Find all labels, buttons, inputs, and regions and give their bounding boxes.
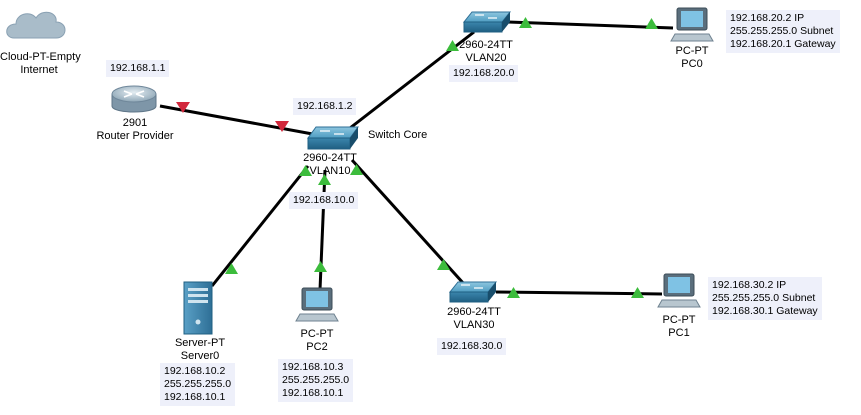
pc-icon[interactable] <box>295 287 339 322</box>
vlan30-switch-model-label: 2960-24TT <box>447 306 501 318</box>
server0-name-label: Server0 <box>180 350 220 362</box>
router-ip-note[interactable]: 192.168.1.1 <box>106 60 170 77</box>
link-up-marker <box>314 261 327 272</box>
switch-icon[interactable] <box>307 126 359 150</box>
core-model-label: 2960-24TT <box>303 152 357 164</box>
switch-icon[interactable] <box>448 281 498 303</box>
pc0-name-label: PC0 <box>681 58 703 70</box>
vlan20-switch-model-label: 2960-24TT <box>459 39 513 51</box>
pc1-subnet-text: 255.255.255.0 Subnet <box>712 292 816 304</box>
pc0-type-label: PC-PT <box>675 45 709 57</box>
server0-ip-text: 192.168.10.2 <box>164 365 226 377</box>
link-up-marker <box>225 263 238 274</box>
router-name-label: Router Provider <box>96 130 174 142</box>
link-core-server0[interactable] <box>210 165 310 287</box>
cloud-icon[interactable] <box>6 11 66 39</box>
pc2-type-label: PC-PT <box>300 328 334 340</box>
core-switch-label: Switch Core <box>368 129 428 141</box>
pc-icon[interactable] <box>657 273 701 308</box>
links <box>159 20 674 296</box>
link-vlan20-pc0[interactable] <box>507 20 674 30</box>
cloud-type-label: Cloud-PT-Empty <box>0 51 81 63</box>
link-up-marker <box>299 165 312 176</box>
pc-icon[interactable] <box>670 7 714 42</box>
pc0-gateway-text: 192.168.20.1 Gateway <box>730 38 836 50</box>
switch-icon[interactable] <box>462 11 512 33</box>
pc0-ip-text: 192.168.20.2 IP <box>730 12 805 24</box>
link-down-marker <box>176 102 190 113</box>
link-down-marker <box>275 121 289 132</box>
pc2-name-label: PC2 <box>306 341 328 353</box>
router-model-label: 2901 <box>122 117 148 129</box>
vlan10-net-note[interactable]: 192.168.10.0 <box>289 192 359 209</box>
link-markers <box>176 17 658 298</box>
link-up-marker <box>519 17 532 28</box>
vlan30-switch-name-label: VLAN30 <box>453 319 495 331</box>
pc1-ip-text: 192.168.30.2 IP <box>712 279 787 291</box>
link-router-core[interactable] <box>159 104 319 137</box>
pc0-subnet-text: 255.255.255.0 Subnet <box>730 25 834 37</box>
server-icon[interactable] <box>183 281 213 335</box>
pc2-ip-text: 192.168.10.3 <box>282 361 344 373</box>
link-up-marker <box>631 287 644 298</box>
pc1-gateway-text: 192.168.30.1 Gateway <box>712 305 818 317</box>
pc2-config-note[interactable]: 192.168.10.3 255.255.255.0 192.168.10.1 <box>278 359 354 402</box>
link-up-marker <box>318 174 331 185</box>
pc2-gateway-text: 192.168.10.1 <box>282 387 344 399</box>
pc1-config-note[interactable]: 192.168.30.2 IP 255.255.255.0 Subnet 192… <box>708 277 822 320</box>
link-up-marker <box>645 18 658 29</box>
link-up-marker <box>507 287 520 298</box>
pc0-config-note[interactable]: 192.168.20.2 IP 255.255.255.0 Subnet 192… <box>726 10 840 53</box>
server0-subnet-text: 255.255.255.0 <box>164 378 232 390</box>
link-up-marker <box>437 259 450 270</box>
server0-gateway-text: 192.168.10.1 <box>164 391 226 403</box>
server0-type-label: Server-PT <box>174 337 226 349</box>
cloud-name-label: Internet <box>20 64 58 76</box>
pc2-subnet-text: 255.255.255.0 <box>282 374 350 386</box>
server0-config-note[interactable]: 192.168.10.2 255.255.255.0 192.168.10.1 <box>160 363 236 406</box>
router-icon[interactable] <box>111 85 157 113</box>
core-ip-note[interactable]: 192.168.1.2 <box>293 98 357 115</box>
vlan30-net-note[interactable]: 192.168.30.0 <box>437 338 507 355</box>
pc1-name-label: PC1 <box>668 327 690 339</box>
vlan20-net-note[interactable]: 192.168.20.0 <box>449 65 519 82</box>
pc1-type-label: PC-PT <box>662 314 696 326</box>
link-up-marker <box>350 164 363 175</box>
core-name-label: VLAN10 <box>309 165 351 177</box>
vlan20-switch-name-label: VLAN20 <box>465 52 507 64</box>
link-up-marker <box>446 40 459 51</box>
